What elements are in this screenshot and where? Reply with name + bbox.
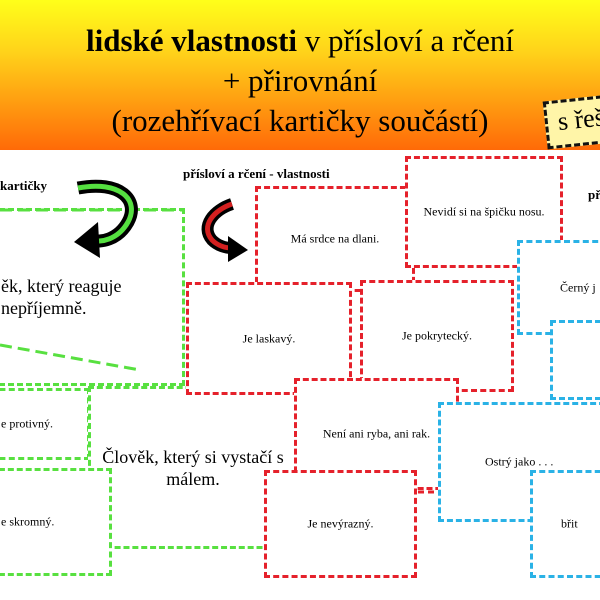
title-line-1: lidské vlastnosti v přísloví a rčení xyxy=(0,24,600,58)
card-text: Černý j xyxy=(560,280,596,294)
title-line-3: (rozehřívací kartičky součástí) xyxy=(111,103,489,138)
red-curved-arrow-icon xyxy=(201,198,248,262)
green-connector-diagonal xyxy=(0,343,141,372)
card-text: Nevidí si na špičku nosu. xyxy=(423,204,545,219)
title-rest: v přísloví a rčení xyxy=(297,23,514,58)
header-right: př xyxy=(588,187,600,202)
card-protivny[interactable]: e protivný. xyxy=(0,388,90,460)
card-laskavy[interactable]: Je laskavý. xyxy=(186,282,352,395)
card-text: Je nevýrazný. xyxy=(307,516,374,531)
header-left: kartičky xyxy=(0,178,47,193)
card-text: Je pokrytecký. xyxy=(402,328,472,343)
card-text: Člověk, který si vystačí s málem. xyxy=(102,446,284,489)
title-banner: lidské vlastnosti v přísloví a rčení + p… xyxy=(0,0,600,150)
card-skromny[interactable]: e skromný. xyxy=(0,468,112,576)
card-text: e skromný. xyxy=(1,514,55,529)
card-text: Je laskavý. xyxy=(242,331,296,345)
card-srdce[interactable]: Má srdce na dlani. xyxy=(255,186,415,292)
black-curved-arrow-icon xyxy=(74,179,138,258)
header-center: přísloví a rčení - vlastnosti xyxy=(183,166,330,181)
card-spicka[interactable]: Nevidí si na špičku nosu. xyxy=(405,156,563,268)
card-text: Má srdce na dlani. xyxy=(290,231,380,246)
card-brit[interactable]: břit xyxy=(530,470,600,578)
card-nevyrazny[interactable]: Je nevýrazný. xyxy=(264,470,417,578)
card-cerny[interactable]: Černý j xyxy=(517,240,600,335)
title-bold: lidské vlastnosti xyxy=(86,23,298,58)
card-text: Ostrý jako . . . xyxy=(485,454,554,469)
title-line-2: + přirovnání xyxy=(222,63,378,98)
card-text: e protivný. xyxy=(1,416,53,431)
card-text: břit xyxy=(561,516,578,531)
card-text: ěk, který reaguje nepříjemně. xyxy=(1,276,122,318)
card-vystaci[interactable]: Člověk, který si vystačí s málem. xyxy=(88,386,298,549)
card-text: Není ani ryba, ani rak. xyxy=(322,426,431,441)
card-blue-extra[interactable] xyxy=(550,320,600,400)
